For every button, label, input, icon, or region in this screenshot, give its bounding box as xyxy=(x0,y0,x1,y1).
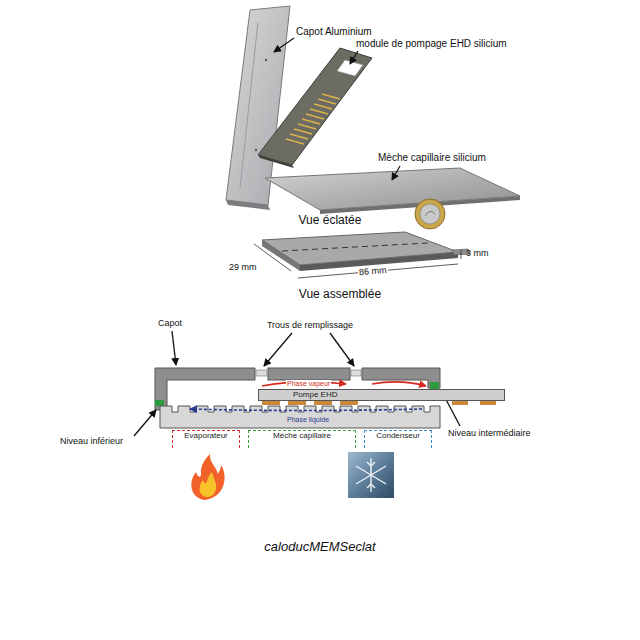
dimension: 86 mm xyxy=(358,265,388,278)
box-text: Mèche capillaire xyxy=(252,431,352,441)
pump-bar: Pompe EHD xyxy=(258,389,505,401)
box-text: Pompe EHD xyxy=(293,390,501,400)
box-text: Condenseur xyxy=(368,431,428,441)
part-label: Mèche capillaire silicium xyxy=(378,152,486,164)
view-title: Vue éclatée xyxy=(299,214,362,228)
part-label: Trous de remplissage xyxy=(267,320,353,330)
view-title: Vue assemblée xyxy=(299,288,381,302)
box-text: Evaporateur xyxy=(176,431,236,441)
zone-bracket: Condenseur xyxy=(364,430,432,448)
zone-bracket: Evaporateur xyxy=(172,430,240,448)
zone-bracket: Mèche capillaire xyxy=(248,430,356,448)
dimension: 3 mm xyxy=(466,248,489,258)
part-label: Niveau intermédiaire xyxy=(448,428,531,438)
dimension: 29 mm xyxy=(228,262,258,272)
part-label: module de pompage EHD silicium xyxy=(356,38,507,50)
part-label: Capot xyxy=(158,318,182,328)
caption: caloducMEMSeclat xyxy=(264,540,375,555)
flow-label: Phase liquide xyxy=(286,416,330,424)
part-label: Niveau inférieur xyxy=(60,436,123,446)
part-label: Capot Aluminium xyxy=(296,26,372,38)
flow-label: Phase vapeur xyxy=(286,380,331,388)
